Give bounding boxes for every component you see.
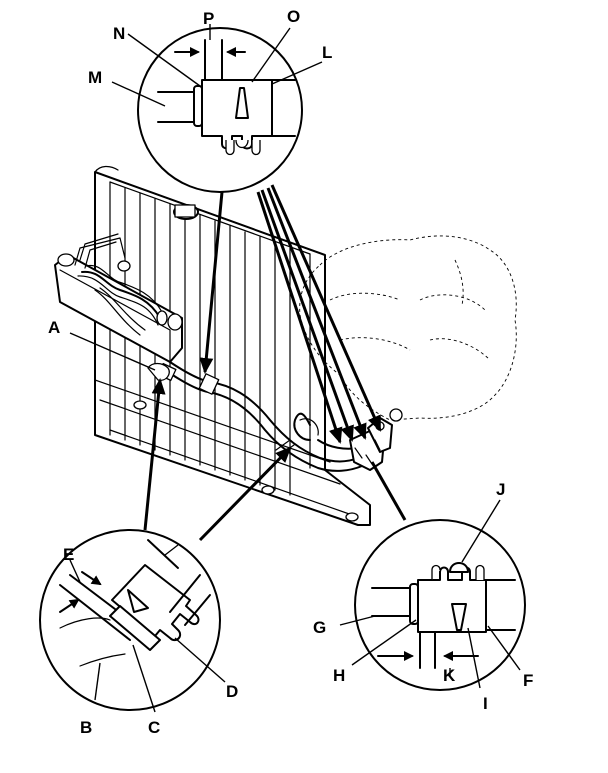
label-i: I bbox=[483, 694, 488, 713]
label-a: A bbox=[48, 318, 60, 337]
label-p: P bbox=[203, 9, 214, 28]
label-o: O bbox=[287, 7, 300, 26]
label-j: J bbox=[496, 480, 505, 499]
detail-lower-right bbox=[339, 499, 526, 691]
label-n: N bbox=[113, 24, 125, 43]
label-d: D bbox=[226, 682, 238, 701]
atf-cooler bbox=[54, 233, 183, 363]
letter-labels: N P O L M A J E G H K F D I B C bbox=[48, 7, 533, 737]
label-c: C bbox=[148, 718, 160, 737]
label-h: H bbox=[333, 666, 345, 685]
transmission-outline bbox=[299, 235, 517, 421]
label-k: K bbox=[443, 666, 456, 685]
detail-lower-left bbox=[39, 529, 226, 713]
label-b: B bbox=[80, 718, 92, 737]
label-f: F bbox=[523, 671, 533, 690]
label-l: L bbox=[322, 43, 332, 62]
detail-top bbox=[111, 24, 323, 193]
label-g: G bbox=[313, 618, 326, 637]
label-m: M bbox=[88, 68, 102, 87]
label-e: E bbox=[63, 545, 74, 564]
callout-arrows bbox=[69, 184, 407, 542]
